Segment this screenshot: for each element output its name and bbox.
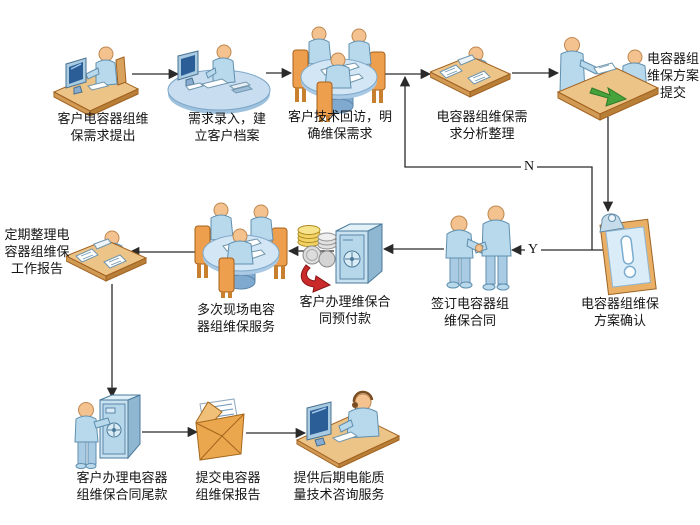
- flow-node-work-report: [66, 230, 148, 296]
- node-label-data-entry: 需求录入，建 立客户档案: [187, 111, 266, 143]
- final-payment-safe-icon: [74, 394, 141, 469]
- node-label-callback-meeting: 客户技术回访，明 确维保需求: [287, 109, 392, 141]
- node-label-final-payment: 客户办理电容器 组维保合同尾款: [76, 470, 168, 502]
- person-at-computer-icon: [52, 46, 140, 116]
- flow-node-contract-signing: [438, 200, 518, 292]
- flow-node-final-payment: [72, 392, 148, 472]
- node-label-confirmation: 电容器组维保 方案确认: [580, 296, 659, 328]
- flow-node-proposal-submit: [552, 36, 662, 128]
- report-desk-icon: [66, 230, 148, 282]
- node-label-tech-support: 提供后期电能质 量技术咨询服务: [293, 470, 385, 502]
- flow-node-callback-meeting: [291, 22, 387, 122]
- branch-label-yes: Y: [525, 242, 542, 257]
- data-entry-desk-icon: [167, 44, 271, 114]
- node-label-advance-payment: 客户办理维保合 同预付款: [299, 294, 391, 326]
- node-label-report-submit: 提交电容器 组维保报告: [195, 470, 261, 502]
- node-label-analysis: 电容器组维保需 求分析整理: [436, 109, 528, 141]
- node-label-onsite-service: 多次现场电容 器组维保服务: [196, 302, 275, 334]
- report-envelope-icon: [195, 398, 245, 461]
- node-label-request: 客户电容器组维 保需求提出: [57, 111, 149, 143]
- flow-node-analysis: [430, 46, 512, 112]
- support-computer-icon: [295, 390, 401, 468]
- node-label-contract-signing: 签订电容器组 维保合同: [430, 296, 509, 328]
- confirmation-clipboard-icon: [599, 213, 657, 296]
- customer-meeting-icon: [292, 26, 386, 122]
- flow-node-advance-payment: [292, 215, 400, 295]
- safe-with-coins-icon: [297, 223, 383, 293]
- flow-node-tech-support: [295, 390, 405, 468]
- flow-node-report-submit: [192, 396, 248, 466]
- flow-node-confirmation: [592, 206, 664, 300]
- analysis-desk-icon: [430, 46, 512, 98]
- node-label-proposal-submit: 电容器组 维保方案 提交: [646, 51, 699, 100]
- node-label-work-report: 定期整理电 容器组维保 工作报告: [4, 227, 70, 276]
- flow-node-request: [52, 42, 140, 116]
- flow-node-data-entry: [166, 42, 272, 116]
- handshake-icon: [445, 205, 512, 291]
- branch-label-no: N: [521, 159, 538, 174]
- proposal-handover-icon: [556, 37, 660, 121]
- onsite-service-meeting-icon: [194, 202, 288, 298]
- flow-node-onsite-service: [193, 198, 289, 298]
